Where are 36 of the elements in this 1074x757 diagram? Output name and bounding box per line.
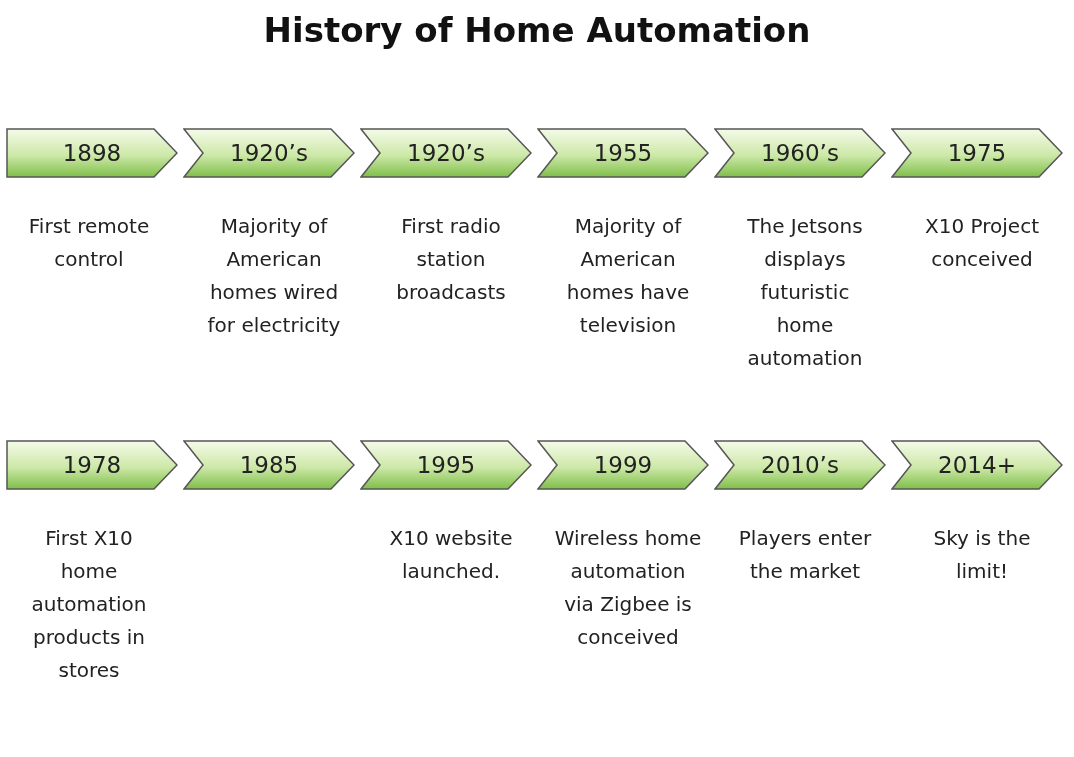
event-description: First X10 home automation products in stores [30,525,148,684]
event-description: X10 website launched. [388,525,514,585]
timeline-segment [537,440,709,490]
year-label: 1955 [593,139,653,167]
event-description: Players enter the market [737,525,873,585]
timeline-segment [6,440,178,490]
timeline-segment [360,440,532,490]
event-description: First remote control [27,213,151,273]
timeline-segment [183,128,355,178]
timeline-segment [714,440,886,490]
year-label: 1985 [239,451,299,479]
event-description: Wireless home automation via Zigbee is conceived [553,525,703,651]
title: History of Home Automation [263,10,811,50]
event-description: Majority of American homes have television [565,213,691,339]
year-label: 1898 [62,139,122,167]
year-label: 1995 [416,451,476,479]
timeline-segment [891,440,1063,490]
event-description: X10 Project conceived [924,213,1040,273]
timeline-segment [183,440,355,490]
year-label: 1920’s [407,139,485,167]
year-label: 2014+ [938,451,1016,479]
event-description: The Jetsons displays futuristic home automation [746,213,864,372]
year-label: 1999 [593,451,653,479]
year-label: 1960’s [761,139,839,167]
event-description: Majority of American homes wired for electricity [206,213,342,339]
timeline-segment [714,128,886,178]
timeline-segment [6,128,178,178]
timeline-segment [537,128,709,178]
timeline-segment [891,128,1063,178]
year-label: 2010’s [761,451,839,479]
year-label: 1920’s [230,139,308,167]
timeline-segment [360,128,532,178]
year-label: 1975 [947,139,1007,167]
event-description: Sky is the limit! [932,525,1032,585]
event-description: First radio station broadcasts [395,213,507,306]
year-label: 1978 [62,451,122,479]
